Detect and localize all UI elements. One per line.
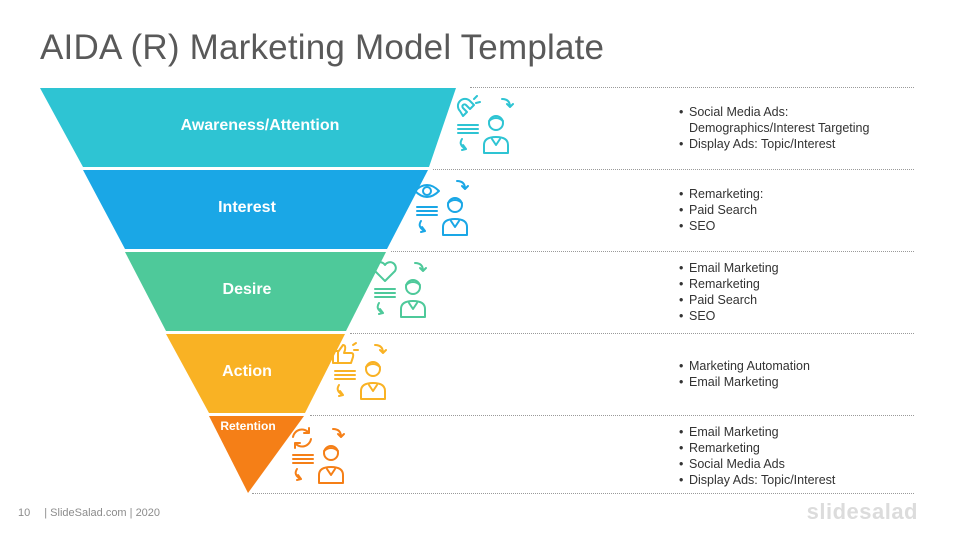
thumbs-up-user-icon [332,342,387,400]
list-item: Social Media Ads: [679,104,869,120]
list-item: Email Marketing [679,374,810,390]
refresh-user-icon [292,427,345,484]
heart-user-icon [373,261,427,318]
awareness-channel-list: Social Media Ads: Demographics/Interest … [679,104,869,152]
funnel-segment-awareness [40,88,456,167]
divider-line [433,169,914,170]
magnet-user-icon [456,95,514,154]
brand-logo: slidesalad [806,499,918,524]
stage-label-interest: Interest [218,199,276,216]
funnel-segment-interest [83,170,428,249]
list-item: Demographics/Interest Targeting [689,121,870,135]
divider-line [310,415,914,416]
list-item: Paid Search [679,202,763,218]
stage-label-retention: Retention [220,419,276,433]
list-item: Marketing Automation [679,358,810,374]
list-item: Email Marketing [679,260,779,276]
funnel-segment-desire [125,252,386,331]
stage-label-desire: Desire [222,281,272,298]
list-item: Social Media Ads [679,456,835,472]
stage-label-awareness: Awareness/Attention [180,117,340,134]
desire-channel-list: Email Marketing Remarketing Paid Search … [679,260,779,324]
divider-line [252,493,914,494]
divider-line [350,333,914,334]
funnel-segment-action [166,334,345,413]
list-item: SEO [679,218,763,234]
list-item: SEO [679,308,779,324]
list-item: Remarketing [679,440,835,456]
interest-channel-list: Remarketing: Paid Search SEO [679,186,763,234]
list-item: Display Ads: Topic/Interest [679,136,869,152]
divider-line [391,251,914,252]
list-item: Paid Search [679,292,779,308]
page-number: 10 [18,507,31,519]
list-item: Display Ads: Topic/Interest [679,472,835,488]
footer-credit: | SlideSalad.com | 2020 [44,507,161,519]
action-channel-list: Marketing Automation Email Marketing [679,358,810,390]
slide-title: AIDA (R) Marketing Model Template [40,28,605,67]
list-item: Remarketing: [679,186,763,202]
funnel-segment-retention [209,416,304,493]
divider-line [470,87,914,88]
slide-footer: 10 | SlideSalad.com | 2020 [18,507,174,519]
retention-channel-list: Email Marketing Remarketing Social Media… [679,424,835,488]
stage-label-action: Action [222,363,272,380]
list-item: Remarketing [679,276,779,292]
list-item: Email Marketing [679,424,835,440]
eye-user-icon [414,180,469,236]
